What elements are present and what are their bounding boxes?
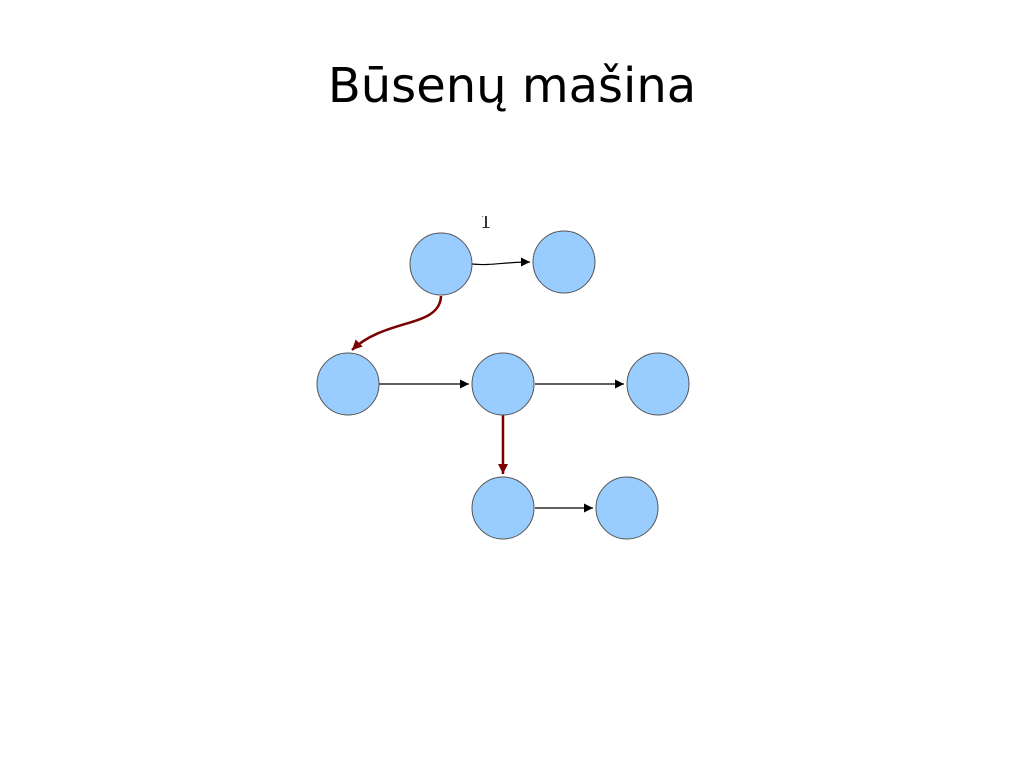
state-node [409, 232, 473, 296]
state-node [471, 476, 535, 540]
edge-top-left-to-middle-left [351, 295, 443, 351]
label-clip-mask [470, 200, 510, 216]
state-node [626, 352, 690, 416]
edge-top-left-to-top-right [471, 257, 531, 267]
state-node [595, 476, 659, 540]
slide-title: Būsenų mašina [327, 58, 697, 114]
state-node [532, 230, 596, 294]
state-node [471, 352, 535, 416]
state-node [316, 352, 380, 416]
